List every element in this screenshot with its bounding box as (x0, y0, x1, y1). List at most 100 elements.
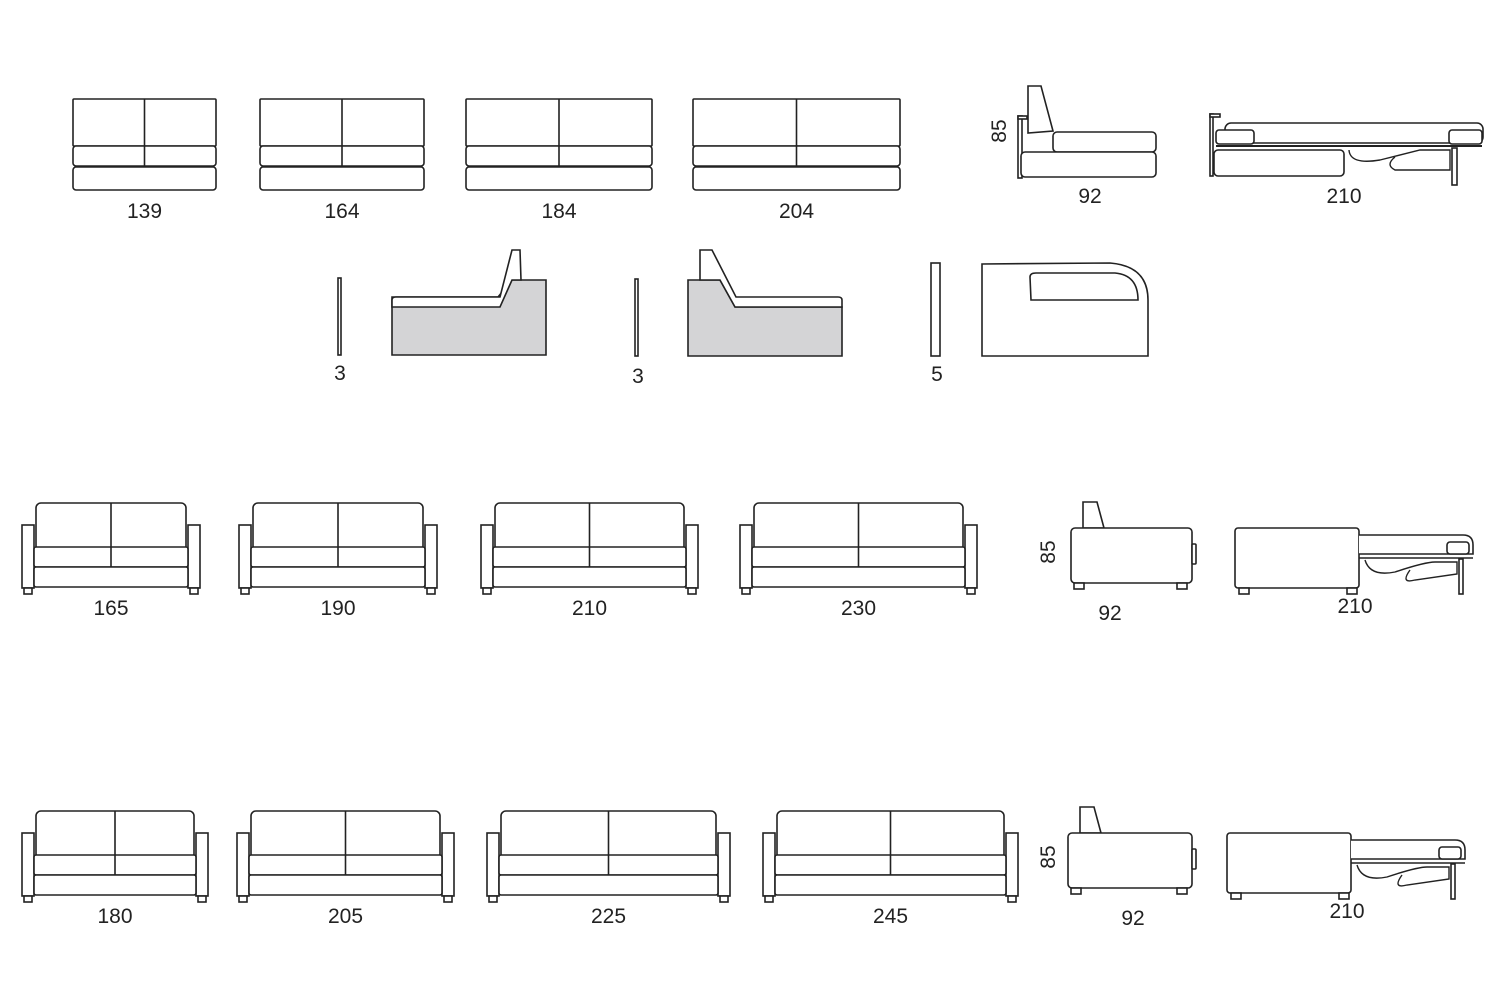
depth-label: 92 (1121, 907, 1144, 930)
pillow-frame-right (1448, 129, 1483, 145)
left-armrest (480, 524, 494, 589)
foot (426, 587, 436, 595)
backrest-profile (1079, 806, 1103, 834)
left-armrest (762, 832, 776, 897)
sofa-base (248, 874, 443, 896)
mattress (1351, 839, 1466, 860)
foot (1176, 887, 1188, 895)
sofa-front-view: 184 (465, 98, 653, 223)
width-label: 184 (541, 200, 576, 223)
sofa-base (498, 874, 719, 896)
foot (1070, 887, 1082, 895)
right-armrest (717, 832, 731, 897)
right-armrest (441, 832, 455, 897)
sofa-bed-open-view: 210 (1209, 113, 1484, 208)
foot (238, 895, 248, 903)
armrest-width-label: 5 (931, 363, 943, 386)
sofa-base (692, 166, 901, 191)
right-armrest (195, 832, 209, 897)
armrest-thin-front (634, 278, 639, 357)
foot (1230, 892, 1242, 900)
backrest-profile (1082, 501, 1106, 529)
folding-mechanism (1348, 149, 1451, 171)
length-label: 210 (1337, 595, 1372, 618)
armrest-profile (1209, 113, 1214, 177)
armrest-thin-front (337, 277, 342, 356)
width-label: 164 (324, 200, 359, 223)
pillow-frame-left (1215, 129, 1255, 145)
sofa-front-view: 164 (259, 98, 425, 223)
armrest-top (1209, 113, 1221, 118)
width-label: 190 (320, 597, 355, 620)
foot (966, 587, 976, 595)
side-body (1067, 832, 1193, 889)
foot (482, 587, 492, 595)
sofa-base (774, 874, 1007, 896)
width-label: 205 (328, 905, 363, 928)
sofa-bed-open-view: 210 (1234, 527, 1474, 618)
foot (1073, 582, 1085, 590)
left-armrest (21, 524, 35, 589)
sofa-base (1213, 149, 1345, 177)
depth-label: 92 (1098, 602, 1121, 625)
foot (687, 587, 697, 595)
sofa-front-view: 139 (72, 98, 217, 223)
bed-leg (1458, 558, 1464, 595)
sofa-bed-open-view: 210 (1226, 832, 1466, 923)
height-label: 85 (1037, 540, 1060, 563)
pillow-frame (1446, 541, 1470, 555)
sofa-side-view: 92 85 (1037, 501, 1197, 625)
sofa-front-view: 165 (21, 502, 201, 620)
left-armrest (236, 832, 250, 897)
foot (741, 587, 751, 595)
bed-body (1234, 527, 1360, 589)
right-armrest (424, 524, 438, 589)
armrest-section-left (391, 279, 547, 356)
width-label: 165 (93, 597, 128, 620)
foot (719, 895, 729, 903)
foot (443, 895, 453, 903)
left-armrest (238, 524, 252, 589)
sofa-side-view: 92 85 (988, 85, 1157, 208)
armrest-width-label: 3 (334, 362, 346, 385)
width-label: 139 (127, 200, 162, 223)
folding-mechanism (1364, 559, 1458, 582)
width-label: 180 (97, 905, 132, 928)
armrest-top-left (391, 249, 522, 308)
foot (197, 895, 207, 903)
sofa-base (72, 166, 217, 191)
foot (1238, 587, 1250, 595)
right-armrest (1005, 832, 1019, 897)
seat-cushion (1052, 131, 1157, 153)
foot (240, 587, 250, 595)
foot (764, 895, 774, 903)
sofa-base (259, 166, 425, 191)
right-armrest (187, 524, 201, 589)
foot (488, 895, 498, 903)
left-armrest (21, 832, 35, 897)
height-label: 85 (988, 119, 1011, 142)
foot (1338, 892, 1350, 900)
sofa-base (250, 566, 426, 588)
width-label: 225 (591, 905, 626, 928)
sofa-base (465, 166, 653, 191)
foot (1176, 582, 1188, 590)
sofa-base (492, 566, 687, 588)
width-label: 230 (841, 597, 876, 620)
pillow-frame (1438, 846, 1462, 860)
foot (1346, 587, 1358, 595)
sofa-front-view: 180 (21, 810, 209, 928)
width-label: 204 (779, 200, 814, 223)
sofa-front-view: 230 (739, 502, 978, 620)
sofa-front-view: 205 (236, 810, 455, 928)
sofa-base (33, 566, 189, 588)
bed-leg (1450, 863, 1456, 900)
depth-label: 92 (1078, 185, 1101, 208)
left-armrest (739, 524, 753, 589)
folding-mechanism (1356, 864, 1450, 887)
